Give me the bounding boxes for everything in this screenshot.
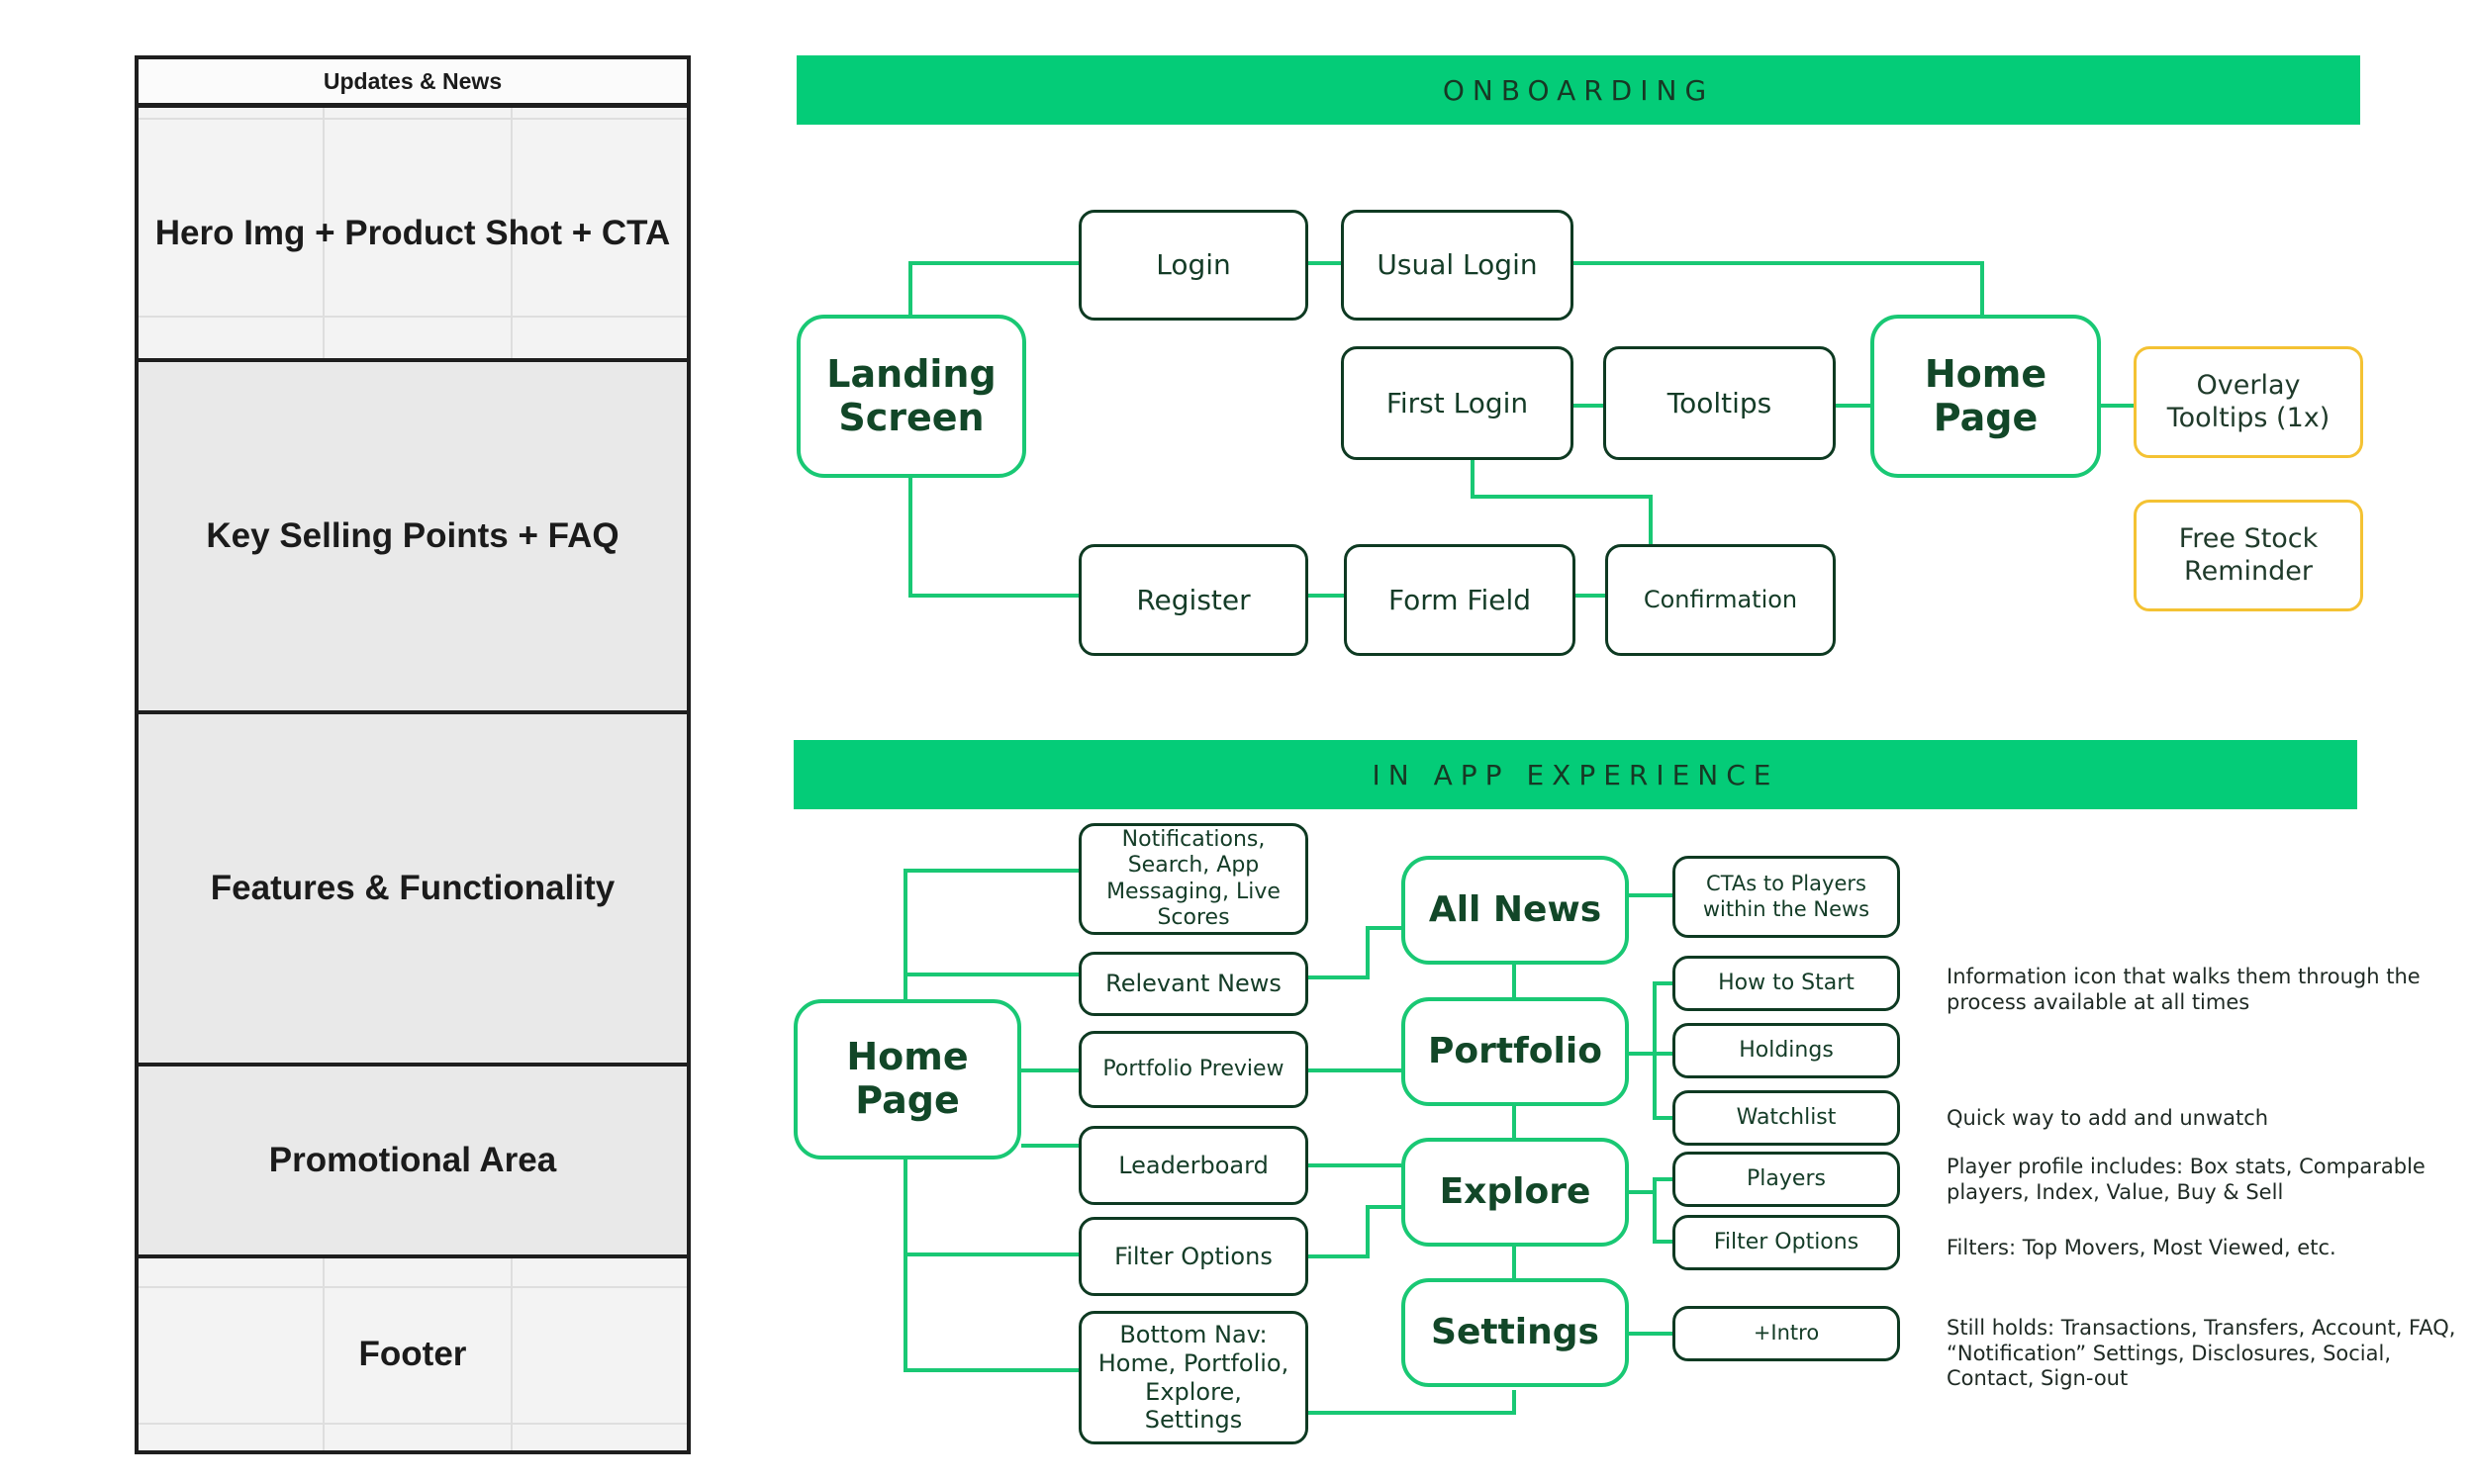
first-login-node: First Login (1341, 346, 1573, 460)
overlay-tooltips-node: Overlay Tooltips (1x) (2134, 346, 2363, 458)
note-filters: Filters: Top Movers, Most Viewed, etc. (1947, 1236, 2336, 1259)
watchlist-node: Watchlist (1672, 1090, 1900, 1146)
onboarding-banner: ONBOARDING (797, 55, 2360, 125)
in-app-home-page-node: Home Page (794, 999, 1021, 1159)
explore-node: Explore (1401, 1138, 1629, 1247)
wire-updates-news-label: Updates & News (323, 67, 503, 94)
free-stock-reminder-node: Free Stock Reminder (2134, 500, 2363, 611)
leaderboard-node: Leaderboard (1079, 1126, 1308, 1205)
wire-footer-label: Footer (358, 1335, 467, 1373)
onboarding-home-page-node: Home Page (1870, 315, 2101, 478)
page-wireframe: Updates & News Hero Img + Product Shot +… (135, 55, 691, 1454)
note-watchlist: Quick way to add and unwatch (1947, 1106, 2269, 1130)
holdings-node: Holdings (1672, 1023, 1900, 1078)
wire-key-selling-label: Key Selling Points + FAQ (206, 516, 619, 555)
wire-features: Features & Functionality (139, 710, 687, 1063)
wire-promo: Promotional Area (139, 1063, 687, 1254)
wire-promo-label: Promotional Area (268, 1141, 557, 1179)
relevant-news-node: Relevant News (1079, 952, 1308, 1016)
note-player-profile: Player profile includes: Box stats, Comp… (1947, 1155, 2426, 1204)
settings-node: Settings (1401, 1278, 1629, 1387)
note-information-icon: Information icon that walks them through… (1947, 965, 2421, 1014)
tooltips-node: Tooltips (1603, 346, 1836, 460)
ctas-players-node: CTAs to Players within the News (1672, 856, 1900, 938)
usual-login-node: Usual Login (1341, 210, 1573, 321)
wire-hero-label: Hero Img + Product Shot + CTA (154, 213, 671, 252)
portfolio-node: Portfolio (1401, 997, 1629, 1106)
intro-node: +Intro (1672, 1306, 1900, 1361)
wire-hero: Hero Img + Product Shot + CTA (139, 103, 687, 358)
wire-updates-news: Updates & News (139, 59, 687, 103)
filter-options-node: Filter Options (1079, 1217, 1308, 1296)
register-node: Register (1079, 544, 1308, 656)
wire-features-label: Features & Functionality (210, 869, 616, 907)
how-to-start-node: How to Start (1672, 956, 1900, 1011)
filter-options-2-node: Filter Options (1672, 1215, 1900, 1270)
note-settings: Still holds: Transactions, Transfers, Ac… (1947, 1316, 2456, 1391)
players-node: Players (1672, 1152, 1900, 1207)
notifications-node: Notifications, Search, App Messaging, Li… (1079, 823, 1308, 935)
bottom-nav-node: Bottom Nav: Home, Portfolio, Explore, Se… (1079, 1311, 1308, 1444)
in-app-banner: IN APP EXPERIENCE (794, 740, 2357, 809)
form-field-node: Form Field (1344, 544, 1575, 656)
wire-key-selling: Key Selling Points + FAQ (139, 358, 687, 710)
login-node: Login (1079, 210, 1308, 321)
landing-screen-node: Landing Screen (797, 315, 1026, 478)
portfolio-preview-node: Portfolio Preview (1079, 1031, 1308, 1108)
wire-footer: Footer (139, 1254, 687, 1450)
all-news-node: All News (1401, 856, 1629, 965)
confirmation-node: Confirmation (1605, 544, 1836, 656)
